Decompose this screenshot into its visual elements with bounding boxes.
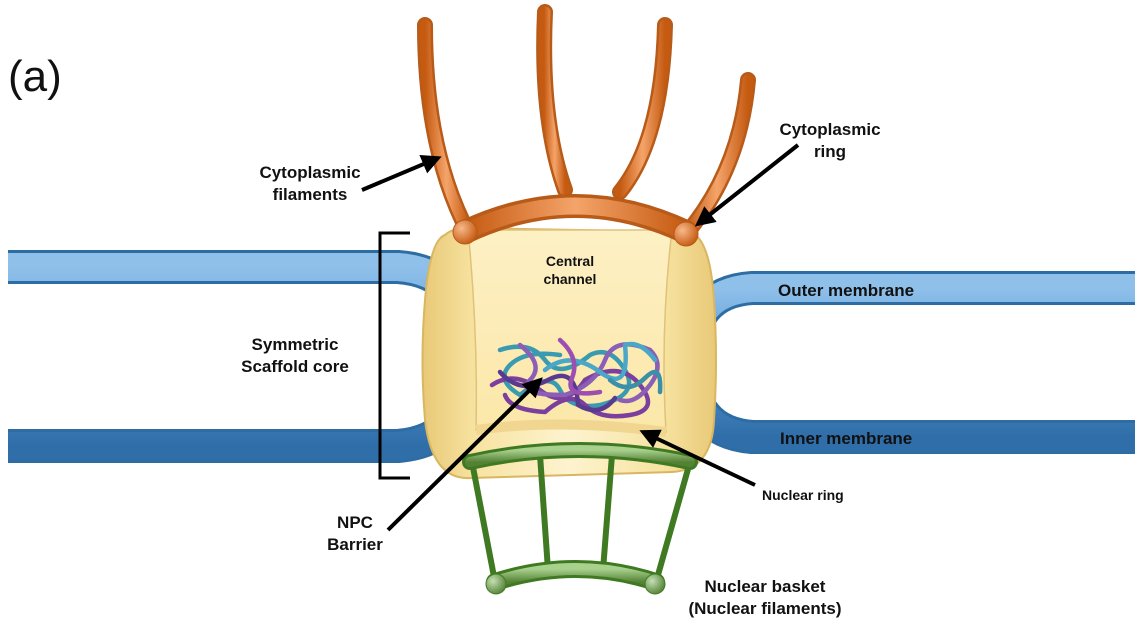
panel-label: (a) [8,52,62,102]
arrow-cytoplasmic-filaments [362,158,438,190]
label-cytoplasmic-filaments: Cytoplasmic filaments [250,162,370,206]
label-outer-membrane: Outer membrane [778,280,914,302]
label-inner-membrane: Inner membrane [780,428,912,450]
label-npc-barrier: NPC Barrier [300,512,410,556]
label-central-channel: Central channel [520,252,620,288]
right-membrane [690,288,1135,437]
label-nuclear-ring: Nuclear ring [762,486,844,504]
label-symmetric-scaffold-core: Symmetric Scaffold core [225,334,365,378]
label-nuclear-basket: Nuclear basket (Nuclear filaments) [670,576,860,620]
label-cytoplasmic-ring: Cytoplasmic ring [770,119,890,163]
